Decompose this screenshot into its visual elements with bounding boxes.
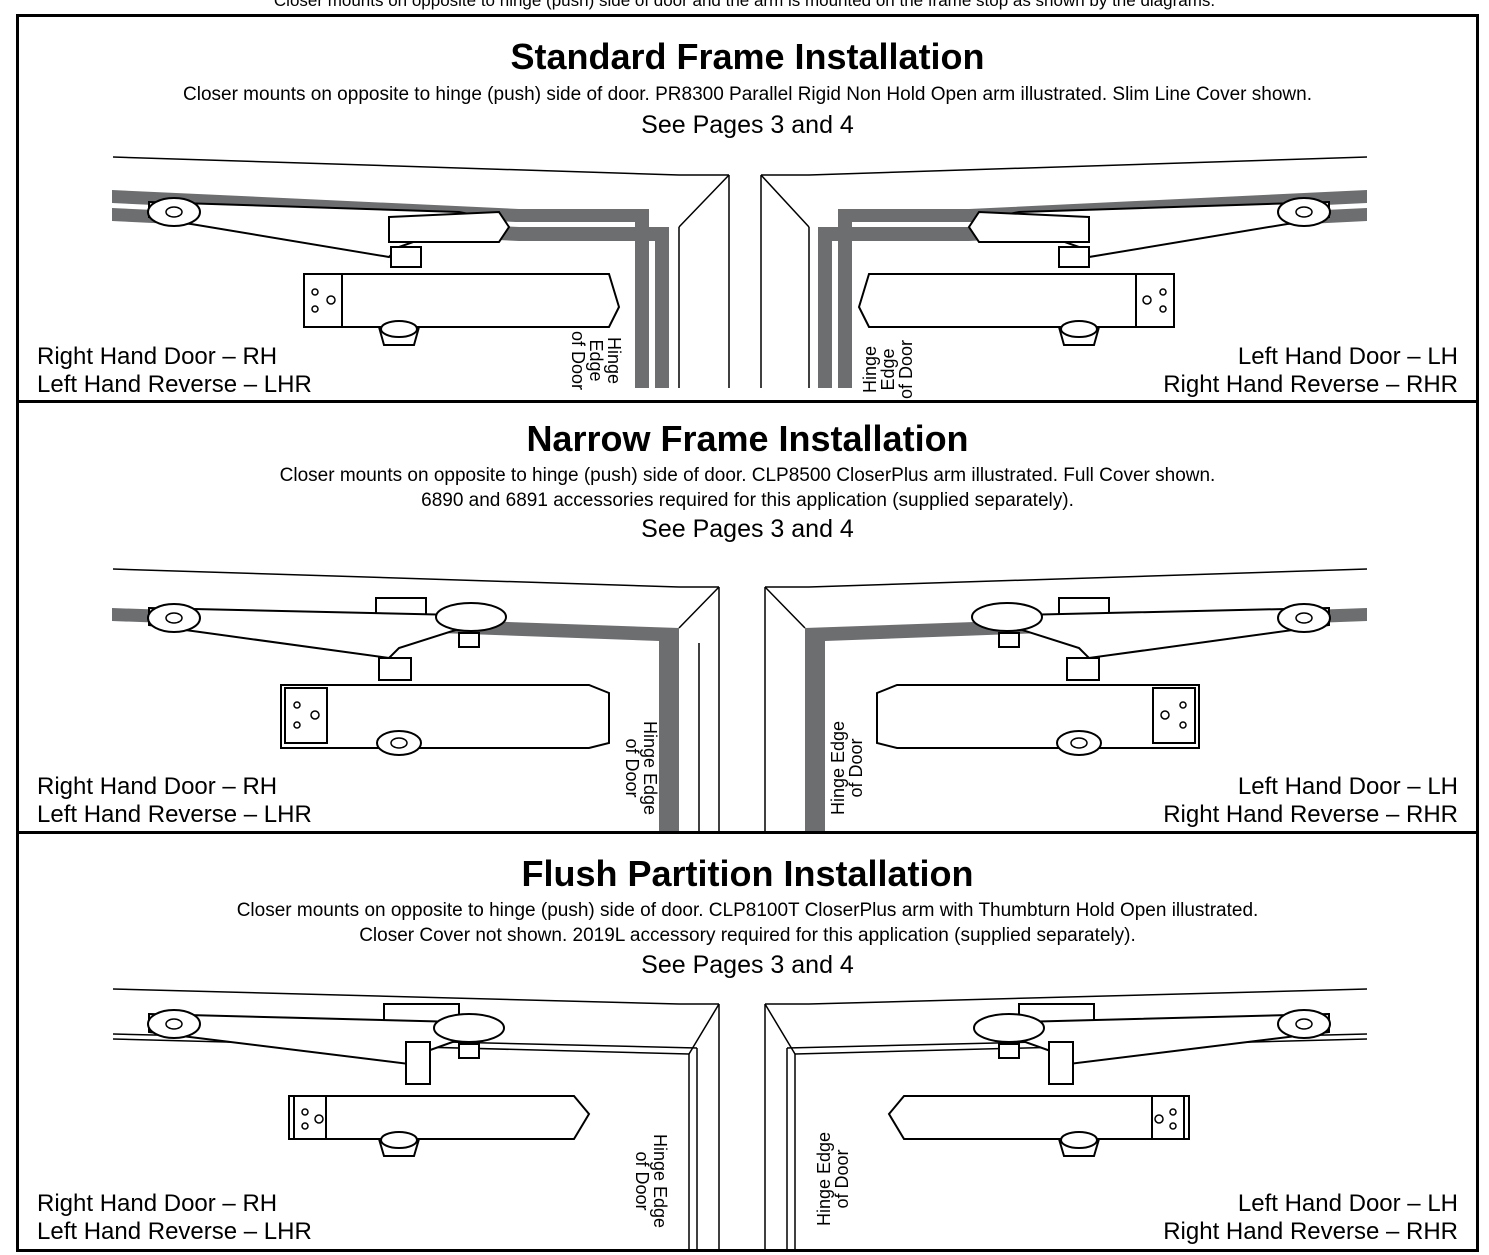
- narrow-frame-section: Narrow Frame Installation Closer mounts …: [19, 403, 1476, 833]
- section-title: Narrow Frame Installation: [526, 418, 969, 459]
- section-divider: [19, 400, 1476, 403]
- section-title: Flush Partition Installation: [521, 853, 974, 894]
- right-closer-body: [857, 273, 1175, 328]
- left-closer-full-cover: [280, 684, 610, 749]
- see-pages-note: See Pages 3 and 4: [641, 951, 854, 979]
- right-hinge-edge-label: Hinge Edge of Door: [828, 720, 866, 815]
- flush-partition-section: Flush Partition Installation Closer moun…: [19, 834, 1476, 1252]
- right-arm-pivot: [1277, 197, 1331, 227]
- right-hand-label-1: Left Hand Door – LH: [1237, 1190, 1458, 1217]
- left-frame-corner: [678, 174, 730, 228]
- left-frame-stop: [112, 190, 649, 388]
- right-hand-label-2: Right Hand Reverse – RHR: [1163, 371, 1458, 398]
- section-title: Standard Frame Installation: [510, 36, 985, 77]
- section-description: Closer mounts on opposite to hinge (push…: [183, 84, 1312, 105]
- right-frame-stop: [838, 190, 1367, 388]
- section-description-line-1: Closer mounts on opposite to hinge (push…: [236, 900, 1259, 921]
- narrow-frame-illustration: [112, 568, 1368, 833]
- left-closer-body: [303, 273, 621, 328]
- see-pages-note: See Pages 3 and 4: [641, 515, 854, 543]
- left-hand-label-1: Right Hand Door – RH: [37, 1190, 278, 1217]
- right-hand-label-2: Right Hand Reverse – RHR: [1163, 1218, 1458, 1245]
- left-hinge-edge-label: Hinge Edge of Door: [622, 721, 660, 816]
- right-hand-label-1: Left Hand Door – LH: [1237, 343, 1458, 370]
- standard-frame-section: Standard Frame Installation Closer mount…: [19, 17, 1476, 402]
- right-closer-body: [887, 1095, 1190, 1140]
- right-arm-spindle: [1058, 246, 1090, 268]
- installation-frame: Standard Frame Installation Closer mount…: [16, 14, 1479, 1252]
- section-divider: [19, 831, 1476, 834]
- left-hand-label-2: Left Hand Reverse – LHR: [37, 371, 312, 398]
- left-hinge-edge-label: Hinge Edge of Door: [568, 331, 624, 391]
- left-hand-label-2: Left Hand Reverse – LHR: [37, 801, 312, 828]
- right-hand-label-2: Right Hand Reverse – RHR: [1163, 801, 1458, 828]
- left-hinge-edge-label: Hinge Edge of Door: [632, 1134, 670, 1229]
- left-arm-shoe: [388, 210, 511, 243]
- see-pages-note: See Pages 3 and 4: [641, 111, 854, 139]
- right-hand-label-1: Left Hand Door – LH: [1237, 773, 1458, 800]
- standard-frame-illustration: [112, 156, 1368, 388]
- right-closer-full-cover: [876, 684, 1200, 749]
- right-arm-shoe: [967, 210, 1090, 243]
- left-door-top-edge: [112, 156, 680, 176]
- right-hinge-edge-label: Hinge Edge of Door: [814, 1131, 852, 1226]
- left-arm-spindle: [390, 246, 422, 268]
- left-closer-body: [288, 1095, 591, 1140]
- right-closer-endcap: [1135, 273, 1175, 328]
- left-hand-label-1: Right Hand Door – RH: [37, 773, 278, 800]
- left-thumbturn: [405, 1041, 431, 1085]
- left-arm-pivot: [147, 197, 201, 227]
- top-cut-text: Closer mounts on opposite to hinge (push…: [273, 0, 1216, 10]
- flush-partition-illustration: [112, 988, 1368, 1252]
- left-hand-label-2: Left Hand Reverse – LHR: [37, 1218, 312, 1245]
- right-narrow-frame: [805, 608, 1367, 833]
- section-description-line-1: Closer mounts on opposite to hinge (push…: [279, 465, 1216, 486]
- right-thumbturn: [1048, 1041, 1074, 1085]
- right-door-top-edge: [808, 156, 1368, 176]
- right-frame-corner: [760, 174, 810, 228]
- section-description-line-2: Closer Cover not shown. 2019L accessory …: [359, 925, 1136, 946]
- section-description-line-2: 6890 and 6891 accessories required for t…: [421, 490, 1074, 511]
- left-hand-label-1: Right Hand Door – RH: [37, 343, 278, 370]
- left-closer-endcap: [303, 273, 343, 328]
- right-hinge-edge-label: Hinge Edge of Door: [860, 339, 916, 399]
- left-narrow-frame: [112, 608, 679, 833]
